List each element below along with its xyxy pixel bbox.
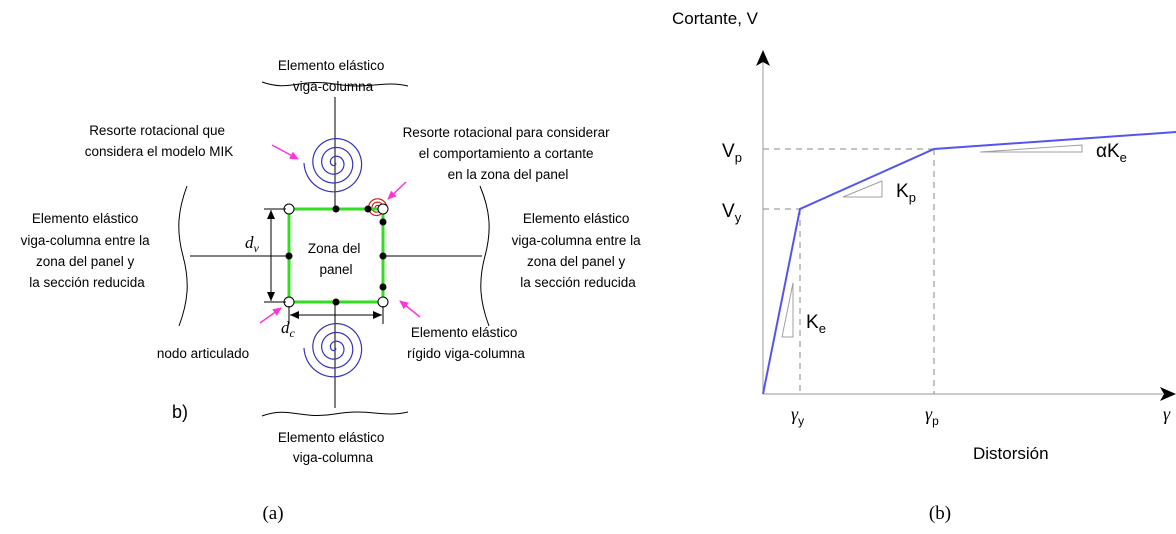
- node-bottom-mid: [332, 298, 340, 306]
- caption-a: (a): [262, 503, 283, 524]
- ake-slope-triangle: [979, 144, 1083, 153]
- panel-a-diagram: Elemento elástico viga-columna Elemento …: [21, 58, 645, 524]
- right-element-label: Elemento elástico viga-columna entre la …: [512, 211, 645, 290]
- x-axis-arrowhead: [1160, 387, 1176, 401]
- panel-zone-label: Zona del panel: [308, 241, 364, 277]
- ke-label: Ke: [806, 312, 826, 336]
- pin-node-top-right: [377, 203, 389, 215]
- y-axis-label: Cortante, V: [672, 9, 759, 28]
- gamma-y-label: γy: [791, 404, 804, 428]
- top-element-label: Elemento elástico viga-columna: [278, 58, 388, 94]
- mik-spring-pointer-arrow: [271, 144, 299, 160]
- gamma-label: γ: [1163, 404, 1171, 424]
- shear-spring-label: Resorte rotacional para considerar el co…: [403, 125, 614, 182]
- left-brace: [178, 185, 188, 327]
- mik-spring-label: Resorte rotacional que considera el mode…: [85, 123, 234, 159]
- rigid-element-label: Elemento elástico rígido viga-columna: [407, 325, 525, 361]
- y-axis-arrowhead: [756, 50, 770, 66]
- sublabel-b: b): [172, 402, 188, 422]
- shear-distortion-curve: [762, 131, 1176, 395]
- pin-node-pointer-arrow: [259, 307, 282, 324]
- kp-label: Kp: [896, 181, 916, 205]
- x-axis-label: Distorsión: [973, 444, 1049, 463]
- node-top-right-inner: [364, 205, 372, 213]
- shear-spring-pointer-arrow: [387, 181, 407, 200]
- pin-node-label: nodo articulado: [157, 346, 249, 361]
- node-right-mid: [379, 252, 387, 260]
- rigid-element-pointer-arrow: [399, 300, 421, 318]
- right-brace: [479, 185, 490, 327]
- left-element-label: Elemento elástico viga-columna entre la …: [21, 211, 154, 290]
- mik-spring-top-icon: [303, 138, 363, 193]
- dim-v-label: dv: [245, 233, 260, 255]
- node-right-upper: [379, 218, 387, 226]
- bottom-element-label: Elemento elástico viga-columna: [278, 430, 388, 465]
- bottom-brace: [261, 411, 409, 417]
- gamma-p-label: γp: [925, 404, 939, 428]
- node-top-mid: [332, 205, 340, 213]
- caption-b: (b): [929, 503, 951, 524]
- top-brace: [261, 81, 409, 87]
- mik-spring-bottom-icon: [303, 323, 363, 378]
- node-left-mid: [285, 252, 293, 260]
- pin-node-bottom-right: [377, 296, 389, 308]
- dim-c-label: dc: [281, 318, 296, 340]
- kp-slope-triangle: [842, 180, 883, 198]
- ke-slope-triangle: [781, 282, 794, 338]
- vp-label: Vp: [722, 141, 742, 165]
- ake-label: αKe: [1096, 141, 1127, 165]
- vy-label: Vy: [722, 201, 742, 225]
- panel-b-chart: Cortante, V Distorsión Vp Vy γy γp γ Ke …: [672, 9, 1176, 524]
- node-right-lower: [379, 283, 387, 291]
